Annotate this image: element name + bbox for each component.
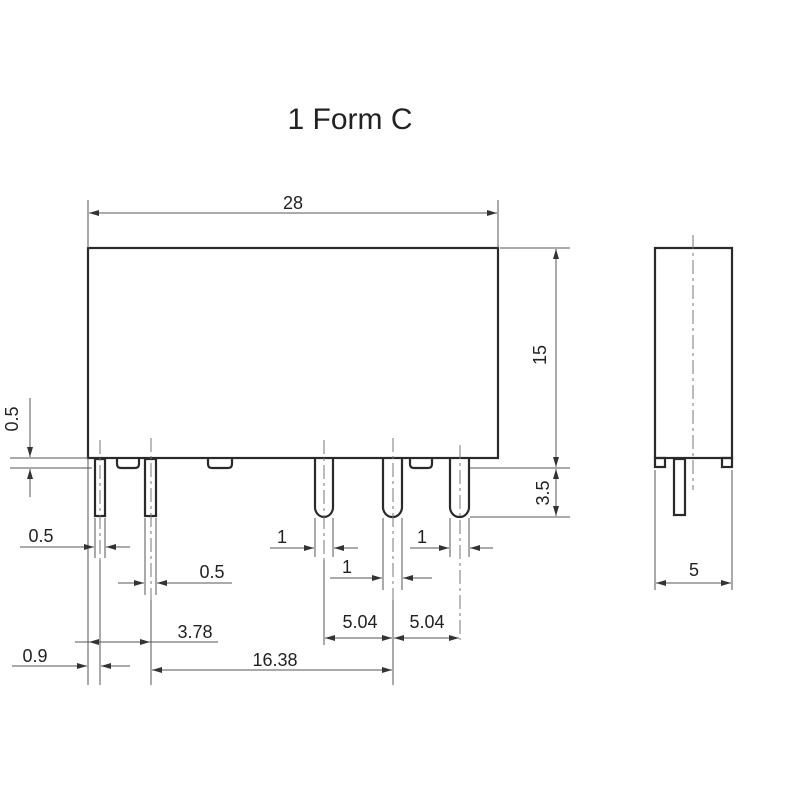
dim-standoff: 0.5: [2, 406, 22, 431]
side-standoff: [653, 456, 667, 469]
dim-pin4-width: 1: [342, 557, 352, 577]
dim-pin3-width: 1: [277, 527, 287, 547]
dim-pin5-width: 1: [417, 527, 427, 547]
pin-5: [448, 459, 471, 519]
dim-pin-length: 3.5: [533, 480, 553, 505]
standoff: [206, 459, 234, 470]
front-view: [86, 246, 500, 640]
drawing-title: 1 Form C: [287, 103, 412, 136]
dimension-lines: [10, 200, 570, 685]
side-standoff: [720, 456, 734, 469]
dim-pin2-width: 0.5: [199, 562, 224, 582]
dimension-labels: 28 15 3.5 0.5 0.5 0.5 1 1 1 5.04 5.04 3.…: [2, 193, 699, 670]
dim-pitch-b: 5.04: [409, 612, 444, 632]
dim-height: 15: [530, 345, 550, 365]
dim-length: 28: [283, 193, 303, 213]
dim-3-78: 3.78: [177, 622, 212, 642]
side-view: [653, 235, 734, 590]
relay-body: [86, 246, 500, 460]
dim-width: 5: [689, 560, 699, 580]
dim-pin-span: 16.38: [252, 650, 297, 670]
dim-pin1-width: 0.5: [28, 526, 53, 546]
standoff: [408, 459, 434, 470]
standoff: [115, 459, 141, 470]
dim-edge-offset: 0.9: [22, 646, 47, 666]
side-pin: [672, 457, 687, 517]
dim-pitch-a: 5.04: [342, 612, 377, 632]
